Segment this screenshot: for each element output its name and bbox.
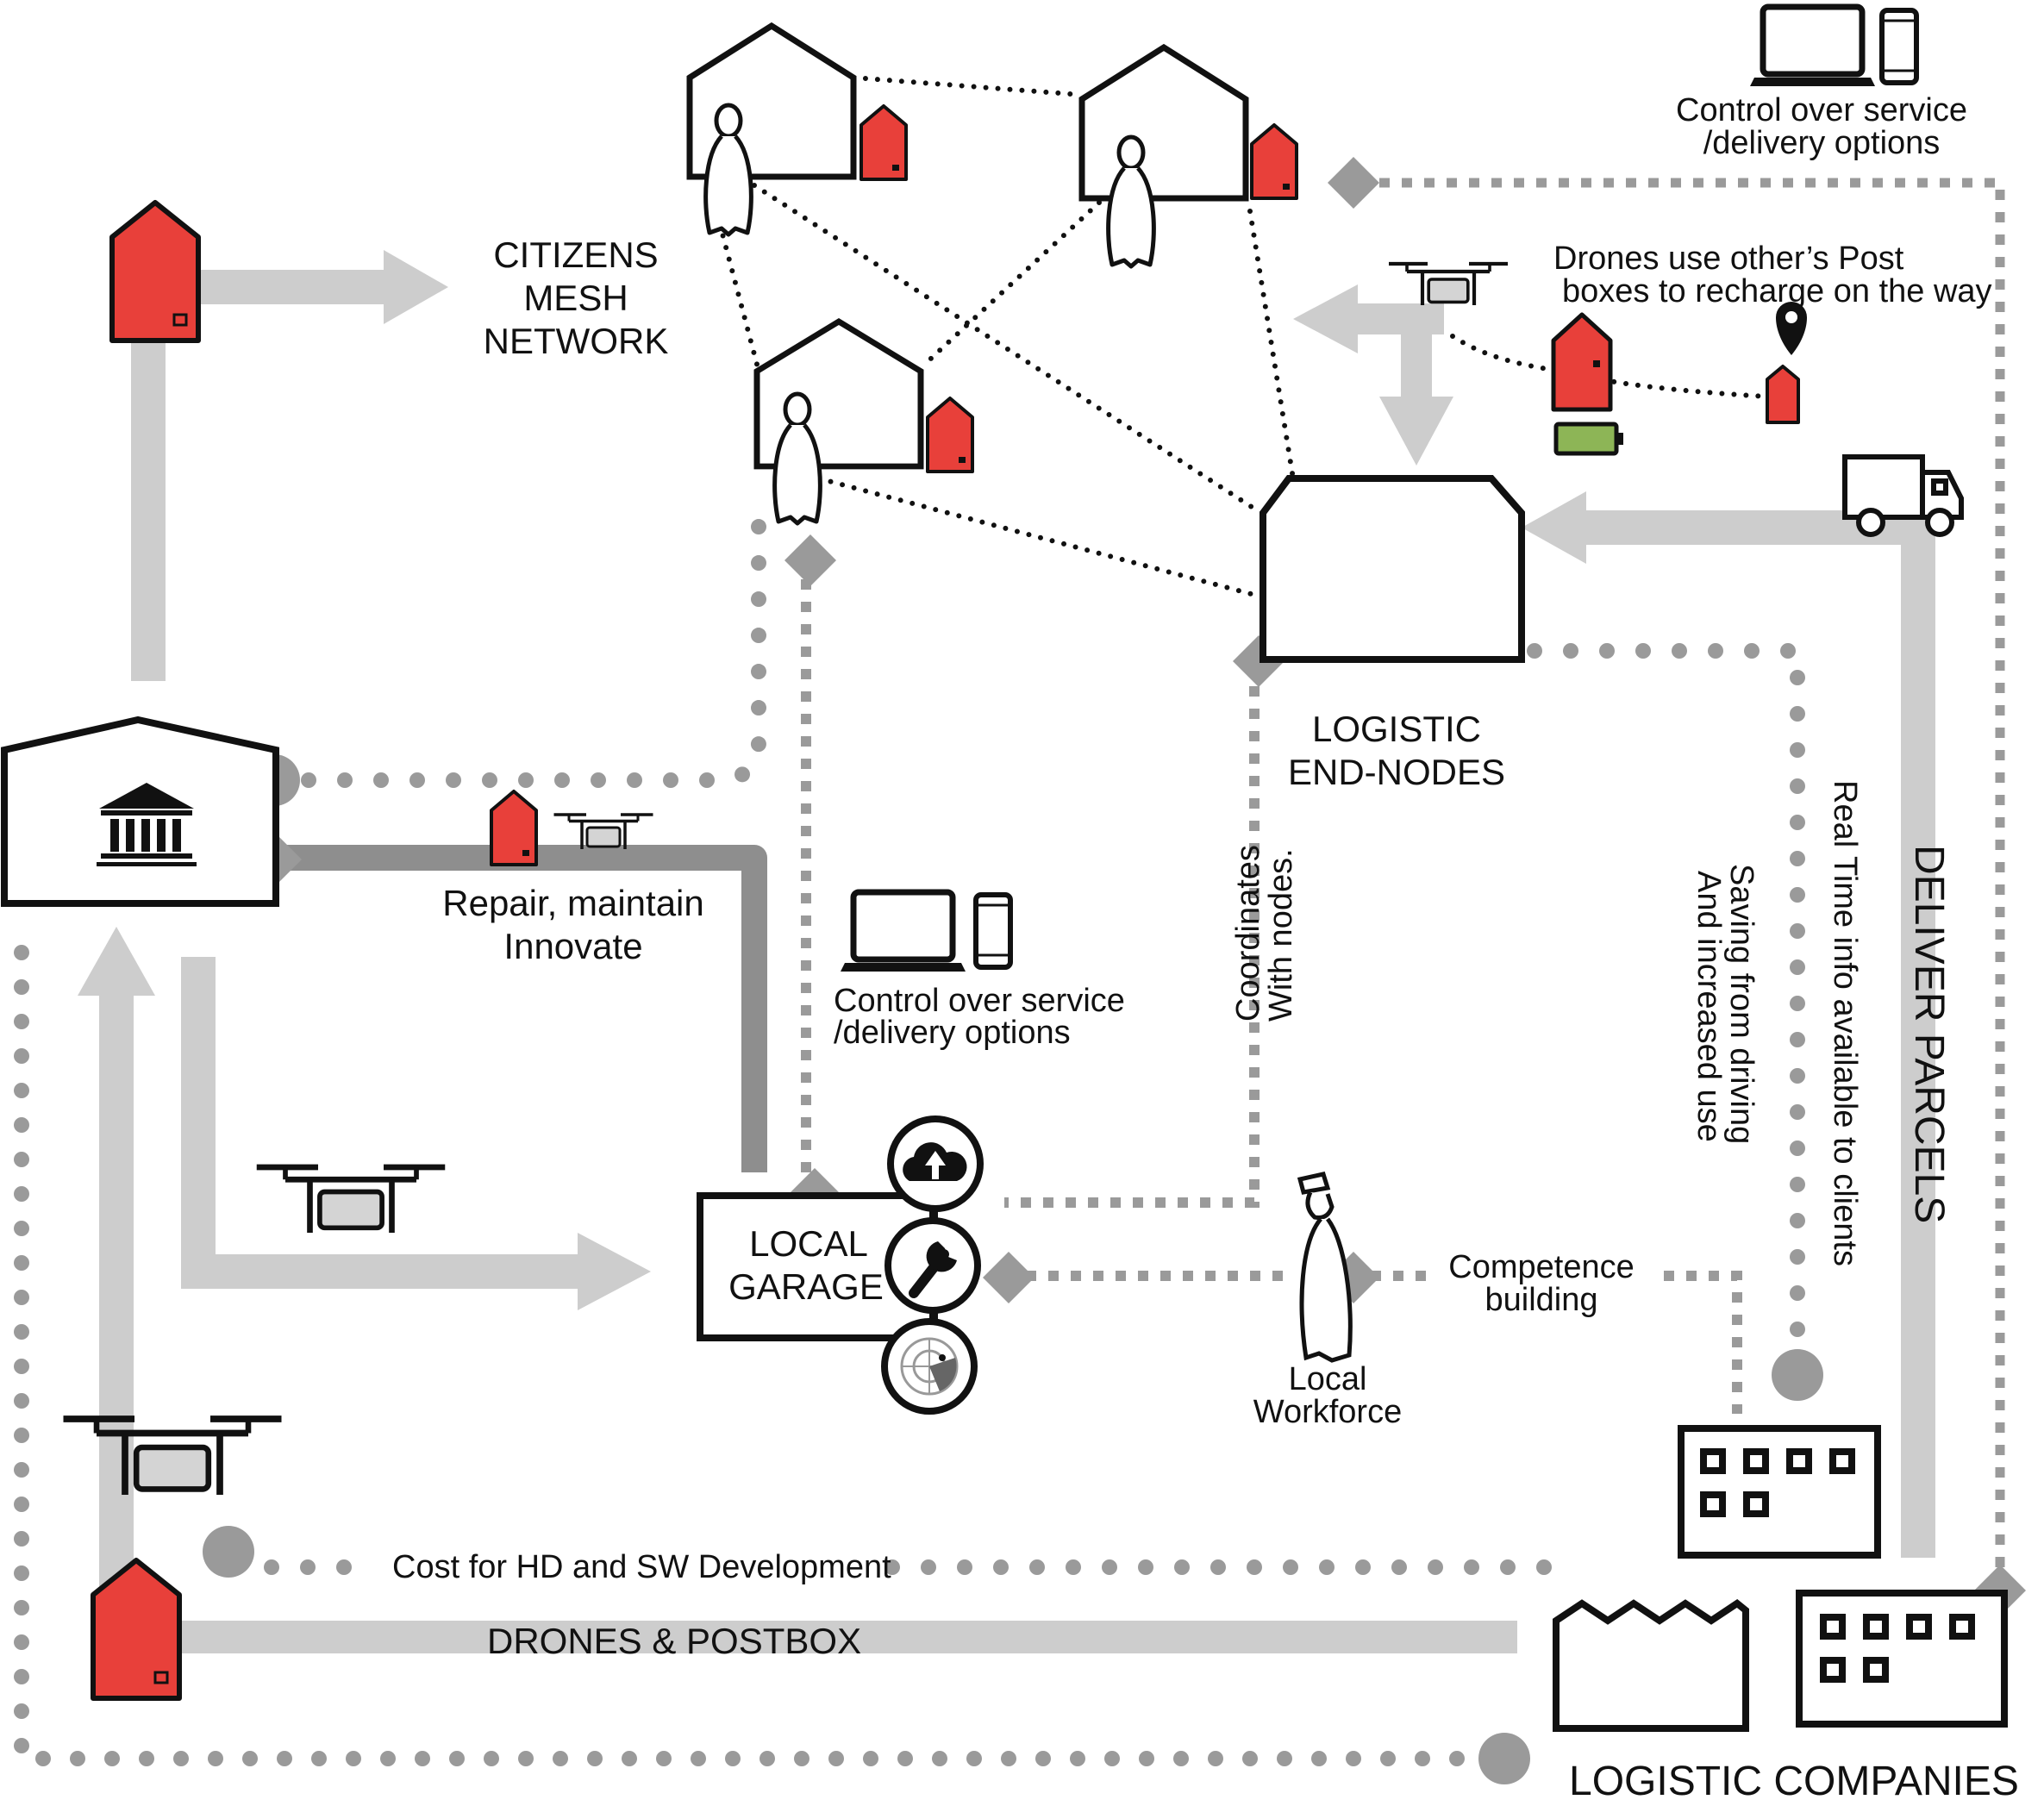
cloud-upload-icon <box>887 1115 984 1212</box>
svg-text:LOCAL: LOCAL <box>749 1223 868 1264</box>
arrow-deliver-parcels <box>1522 491 1586 564</box>
svg-text:/delivery options: /delivery options <box>834 1015 1071 1051</box>
office-building-icon <box>1796 1590 2008 1728</box>
node-dot-bottom <box>1478 1733 1530 1784</box>
label-logistic-end-nodes: LOGISTIC END-NODES <box>1288 709 1505 792</box>
svg-text:GARAGE: GARAGE <box>728 1266 884 1307</box>
arrow-up-to-govt <box>78 927 155 996</box>
label-local-garage: LOCAL GARAGE <box>728 1223 884 1307</box>
laptop-icon <box>841 892 966 972</box>
arrow-drone-left <box>1293 284 1358 353</box>
label-local-workforce: Local Workforce <box>1253 1361 1402 1430</box>
arrow-to-local-garage <box>578 1233 651 1310</box>
drone-icon <box>257 1167 446 1233</box>
svg-text:Local: Local <box>1289 1361 1367 1397</box>
svg-text:Coordinates: Coordinates <box>1230 845 1266 1022</box>
svg-text:And increased use: And increased use <box>1691 871 1727 1142</box>
government-building <box>1 716 279 907</box>
svg-text:With nodes.: With nodes. <box>1263 848 1299 1022</box>
drone-icon <box>64 1419 282 1495</box>
label-drones-postbox: DRONES & POSTBOX <box>487 1621 861 1661</box>
svg-text:END-NODES: END-NODES <box>1288 752 1505 792</box>
label-drones-recharge: Drones use other’s Post boxes to recharg… <box>1553 241 1992 309</box>
house-icon <box>1082 47 1246 198</box>
svg-text:LOGISTIC: LOGISTIC <box>1312 709 1481 749</box>
svg-text:/delivery options: /delivery options <box>1703 125 1941 161</box>
government-building-icon <box>97 783 197 866</box>
label-cost: Cost for HD and SW Development <box>392 1549 891 1585</box>
logistic-end-node-building <box>1260 475 1525 663</box>
postbox-icon <box>926 397 974 473</box>
wrench-icon <box>884 1217 981 1314</box>
node-dot-cost <box>203 1526 254 1578</box>
svg-text:Competence: Competence <box>1448 1249 1634 1285</box>
drone-icon <box>1389 264 1508 305</box>
label-control-top: Control over service /delivery options <box>1676 92 1967 161</box>
postbox-icon <box>112 203 198 341</box>
svg-text:MESH: MESH <box>523 278 628 318</box>
svg-text:CITIZENS: CITIZENS <box>493 234 658 275</box>
label-repair: Repair, maintain Innovate <box>442 883 704 966</box>
postbox-icon <box>1250 123 1298 200</box>
svg-text:NETWORK: NETWORK <box>484 321 669 361</box>
label-deliver-parcels: DELIVER PARCELS <box>1906 845 1952 1223</box>
arrow-drone-down <box>1379 397 1453 466</box>
label-realtime: Real Time info available to clients <box>1827 780 1863 1266</box>
battery-icon <box>1553 422 1623 456</box>
location-pin-icon <box>1776 302 1807 355</box>
office-building-icon <box>1678 1425 1881 1559</box>
drone-icon <box>552 813 655 851</box>
svg-text:Control over service: Control over service <box>834 983 1125 1019</box>
arrow-govt-to-postbox <box>131 328 166 681</box>
arrow-drones-postbox <box>129 1621 1517 1653</box>
postbox-icon <box>1766 365 1800 424</box>
arrow-to-citizens-mesh <box>384 250 448 324</box>
label-saving: Saving from driving And increased use <box>1691 864 1760 1144</box>
repair-path <box>284 845 767 1172</box>
factory-icon <box>1553 1599 1749 1732</box>
postbox-icon <box>490 790 538 866</box>
truck-icon <box>1842 454 1964 537</box>
label-control-mid: Control over service /delivery options <box>834 983 1125 1051</box>
label-competence: Competence building <box>1448 1249 1634 1318</box>
radar-icon <box>881 1318 978 1415</box>
label-logistic-companies: LOGISTIC COMPANIES <box>1569 1759 2019 1804</box>
node-dot-realtime <box>1772 1349 1823 1401</box>
label-coordinates: Coordinates With nodes. <box>1230 845 1299 1022</box>
laptop-icon <box>1750 7 1875 86</box>
phone-icon <box>1882 10 1916 83</box>
svg-text:Saving from driving: Saving from driving <box>1723 864 1760 1144</box>
postbox-icon <box>1551 312 1613 412</box>
phone-icon <box>976 895 1010 967</box>
flow-arrows <box>78 250 1935 1653</box>
svg-text:Drones use other’s Post: Drones use other’s Post <box>1553 241 1904 277</box>
svg-text:boxes to recharge on the way: boxes to recharge on the way <box>1562 273 1992 309</box>
svg-text:Workforce: Workforce <box>1253 1394 1402 1430</box>
svg-text:building: building <box>1485 1282 1598 1318</box>
dotted-paths <box>14 178 2005 1766</box>
postbox-icon <box>859 104 908 181</box>
label-citizens-mesh-network: CITIZENS MESH NETWORK <box>484 234 669 361</box>
svg-text:Innovate: Innovate <box>503 926 642 966</box>
worker-icon <box>1297 1172 1353 1363</box>
svg-text:Repair, maintain: Repair, maintain <box>442 883 704 923</box>
svg-text:Control over service: Control over service <box>1676 92 1967 128</box>
